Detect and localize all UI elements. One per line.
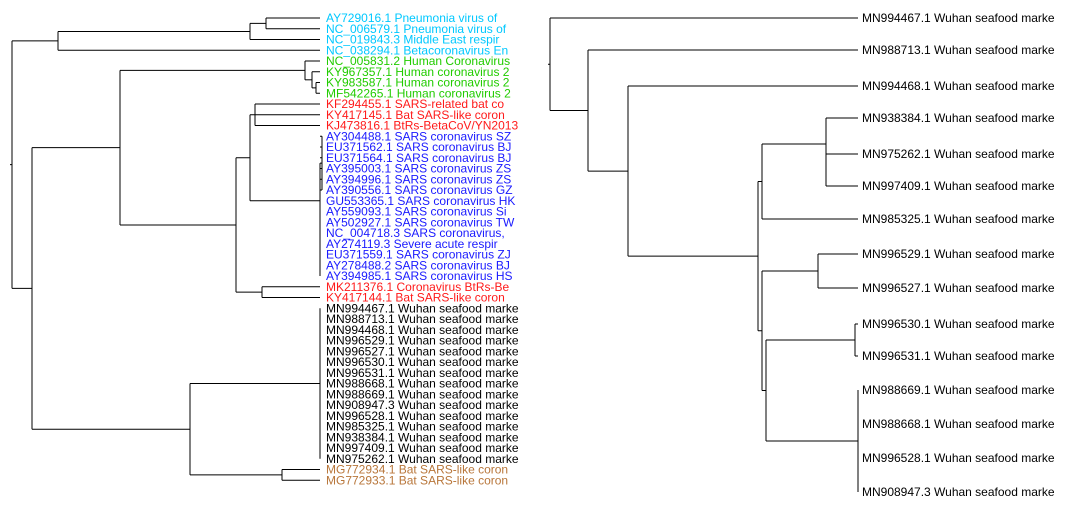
- right-tree-leaf-label: MN908947.3 Wuhan seafood marke: [862, 485, 1055, 499]
- left-tree-leaf-label: MN988669.1 Wuhan seafood marke: [326, 387, 519, 401]
- left-tree-leaf-label: MN996531.1 Wuhan seafood marke: [326, 366, 519, 380]
- right-tree-leaf-label: MN996528.1 Wuhan seafood marke: [862, 451, 1055, 465]
- right-tree-leaf-label: MN996530.1 Wuhan seafood marke: [862, 317, 1055, 331]
- left-tree-leaf-label: AY304488.1 SARS coronavirus SZ: [326, 129, 511, 143]
- left-tree-leaf-label: KF294455.1 SARS-related bat co: [326, 97, 504, 111]
- left-tree-leaf-label: MK211376.1 Coronavirus BtRs-Be: [326, 280, 510, 294]
- left-tree-leaf-label: KY967357.1 Human coronavirus 2: [326, 65, 510, 79]
- right-tree-leaf-label: MN997409.1 Wuhan seafood marke: [862, 179, 1055, 193]
- right-tree-leaf-label: MN996529.1 Wuhan seafood marke: [862, 247, 1055, 261]
- left-tree-leaf-label: MN988668.1 Wuhan seafood marke: [326, 377, 519, 391]
- right-tree-leaf-label: MN988713.1 Wuhan seafood marke: [862, 43, 1055, 57]
- left-tree-leaf-label: GU553365.1 SARS coronavirus HK: [326, 194, 515, 208]
- left-tree-leaf-label: KY983587.1 Human coronavirus 2: [326, 76, 510, 90]
- right-tree-leaf-label: MN938384.1 Wuhan seafood marke: [862, 111, 1055, 125]
- left-tree-leaf-label: EU371562.1 SARS coronavirus BJ: [326, 140, 511, 154]
- left-tree-leaf-label: NC_019843.3 Middle East respir: [326, 33, 499, 47]
- left-tree-leaf-label: EU371564.1 SARS coronavirus BJ: [326, 151, 511, 165]
- right-tree-leaf-label: MN994467.1 Wuhan seafood marke: [862, 11, 1055, 25]
- left-tree-leaf-label: EU371559.1 SARS coronavirus ZJ: [326, 248, 511, 262]
- left-tree-leaf-label: MN996527.1 Wuhan seafood marke: [326, 344, 519, 358]
- left-tree-leaf-label: MN996529.1 Wuhan seafood marke: [326, 334, 519, 348]
- left-tree-leaf-label: KJ473816.1 BtRs-BetaCoV/YN2013: [326, 119, 518, 133]
- left-tree-leaf-label: AY502927.1 SARS coronavirus TW: [326, 215, 515, 229]
- phylogenetic-tree-overview: AY729016.1 Pneumonia virus ofNC_006579.1…: [10, 11, 519, 487]
- left-tree-leaf-label: AY390556.1 SARS coronavirus GZ: [326, 183, 513, 197]
- left-tree-leaf-label: MN996528.1 Wuhan seafood marke: [326, 409, 519, 423]
- left-tree-leaf-label: NC_004718.3 SARS coronavirus,: [326, 226, 505, 240]
- left-tree-leaf-label: MN985325.1 Wuhan seafood marke: [326, 420, 519, 434]
- right-tree-leaf-label: MN988669.1 Wuhan seafood marke: [862, 383, 1055, 397]
- left-tree-leaf-label: MN975262.1 Wuhan seafood marke: [326, 452, 519, 466]
- left-tree-leaf-label: MG772934.1 Bat SARS-like coron: [326, 463, 508, 477]
- right-tree-leaf-label: MN994468.1 Wuhan seafood marke: [862, 79, 1055, 93]
- left-tree-leaf-label: MN997409.1 Wuhan seafood marke: [326, 441, 519, 455]
- right-tree-leaf-label: MN988668.1 Wuhan seafood marke: [862, 417, 1055, 431]
- left-tree-leaf-label: AY729016.1 Pneumonia virus of: [326, 11, 498, 25]
- right-tree-leaf-label: MN975262.1 Wuhan seafood marke: [862, 147, 1055, 161]
- left-tree-leaf-label: AY278488.2 SARS coronavirus BJ: [326, 258, 510, 272]
- phylogenetic-tree-wuhan-detail: MN994467.1 Wuhan seafood markeMN988713.1…: [548, 11, 1055, 499]
- left-tree-leaf-label: NC_038294.1 Betacoronavirus En: [326, 43, 508, 57]
- left-tree-leaf-label: MN938384.1 Wuhan seafood marke: [326, 430, 519, 444]
- left-tree-leaf-label: MN994467.1 Wuhan seafood marke: [326, 301, 519, 315]
- right-tree-leaf-label: MN985325.1 Wuhan seafood marke: [862, 212, 1055, 226]
- left-tree-leaf-label: MG772933.1 Bat SARS-like coron: [326, 473, 508, 487]
- left-tree-leaf-label: AY559093.1 SARS coronavirus Si: [326, 205, 507, 219]
- left-tree-leaf-label: AY394985.1 SARS coronavirus HS: [326, 269, 513, 283]
- right-tree-leaf-label: MN996527.1 Wuhan seafood marke: [862, 281, 1055, 295]
- left-tree-leaf-label: NC_006579.1 Pneumonia virus of: [326, 22, 507, 36]
- left-tree-leaf-label: MN996530.1 Wuhan seafood marke: [326, 355, 519, 369]
- left-tree-leaf-label: MN908947.3 Wuhan seafood marke: [326, 398, 519, 412]
- left-tree-leaf-label: MN994468.1 Wuhan seafood marke: [326, 323, 519, 337]
- left-tree-leaf-label: KY417145.1 Bat SARS-like coron: [326, 108, 505, 122]
- left-tree-leaf-label: AY274119.3 Severe acute respir: [326, 237, 498, 251]
- left-tree-leaf-label: KY417144.1 Bat SARS-like coron: [326, 291, 505, 305]
- right-tree-leaf-label: MN996531.1 Wuhan seafood marke: [862, 349, 1055, 363]
- left-tree-leaf-label: AY395003.1 SARS coronavirus ZS: [326, 162, 511, 176]
- left-tree-leaf-label: MF542265.1 Human coronavirus 2: [326, 86, 511, 100]
- left-tree-leaf-label: NC_005831.2 Human Coronavirus: [326, 54, 510, 68]
- left-tree-leaf-label: AY394996.1 SARS coronavirus ZS: [326, 172, 511, 186]
- left-tree-leaf-label: MN988713.1 Wuhan seafood marke: [326, 312, 519, 326]
